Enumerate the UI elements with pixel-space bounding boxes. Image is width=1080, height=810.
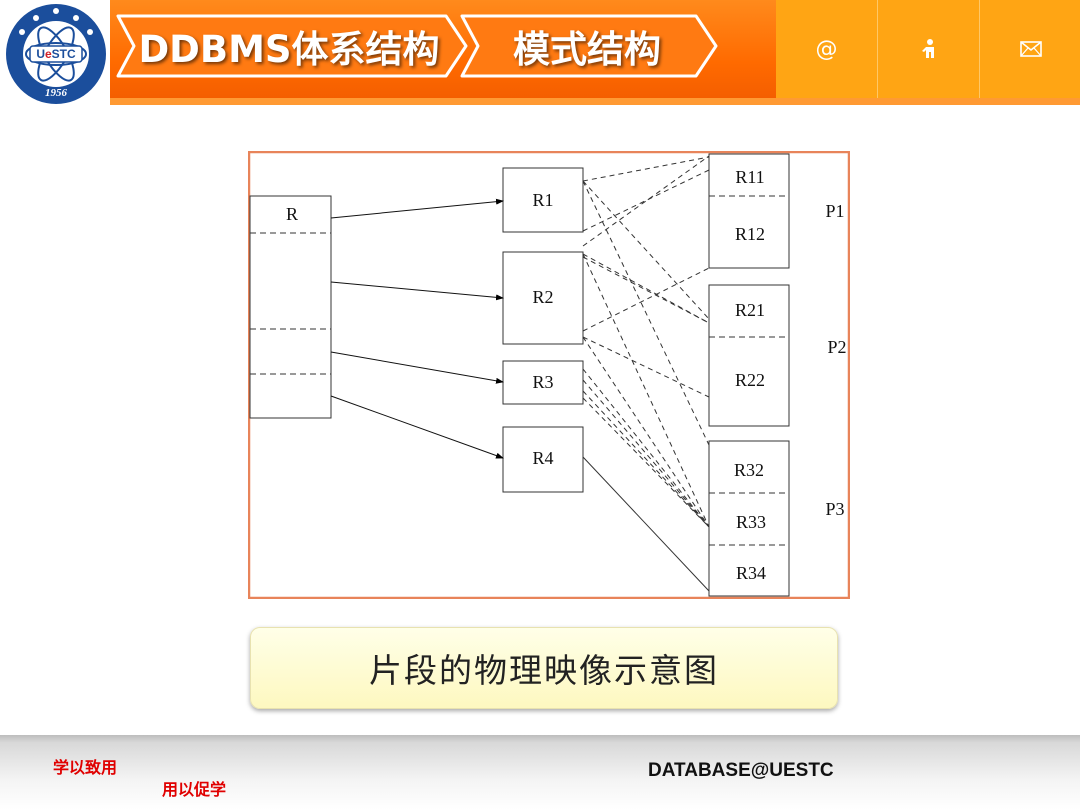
site-p2-box bbox=[708, 284, 790, 427]
fragment-r3-box bbox=[502, 360, 584, 405]
footer-bar bbox=[0, 735, 1080, 810]
nav-arrow-1[interactable] bbox=[116, 14, 468, 78]
site-p3-label: P3 bbox=[825, 499, 844, 519]
relation-r-box bbox=[249, 195, 332, 419]
person-icon[interactable] bbox=[878, 0, 979, 98]
arrow-r-r1 bbox=[330, 198, 504, 219]
mail-icon[interactable] bbox=[980, 0, 1080, 98]
nav-label-schema[interactable]: 模式结构 bbox=[513, 28, 661, 71]
fragment-r2-box bbox=[502, 251, 584, 345]
diagram-caption: 片段的物理映像示意图 bbox=[250, 627, 838, 709]
fragment-r2-label: R2 bbox=[532, 287, 553, 307]
motto-line-2: 用以促学 bbox=[162, 780, 227, 799]
nav-label-ddbms[interactable]: DDBMS体系结构 bbox=[138, 28, 440, 71]
site-p1-label: P1 bbox=[825, 201, 844, 221]
header-bar: @ UeSTC 1956 bbox=[0, 0, 1080, 106]
fragment-mapping-diagram: R R1 R2 R3 R4 R11 R12 R21 R22 R32 R33 R3… bbox=[248, 151, 850, 599]
uestc-logo: UeSTC 1956 bbox=[4, 2, 108, 106]
fragment-r4-label: R4 bbox=[532, 448, 553, 468]
arrow-r-r3 bbox=[330, 351, 504, 384]
image-r11-label: R11 bbox=[735, 167, 764, 187]
site-p2-label: P2 bbox=[827, 337, 846, 357]
svg-text:UeSTC: UeSTC bbox=[36, 47, 76, 61]
site-p1-box bbox=[708, 153, 790, 269]
fragment-r3-label: R3 bbox=[532, 372, 553, 392]
header-bottom-stripe bbox=[110, 98, 1080, 105]
logo-year: 1956 bbox=[45, 87, 68, 99]
motto-line-1: 学以致用 bbox=[53, 758, 118, 777]
fragment-r1-box bbox=[502, 167, 584, 233]
nav-arrow-2[interactable] bbox=[460, 14, 718, 78]
icon-panel: @ bbox=[776, 0, 1080, 98]
fragment-r4-box bbox=[502, 426, 584, 493]
image-r32-label: R32 bbox=[734, 460, 764, 480]
image-r21-label: R21 bbox=[735, 300, 765, 320]
footer-brand: DATABASE@UESTC bbox=[648, 760, 834, 781]
image-r22-label: R22 bbox=[735, 370, 765, 390]
at-icon[interactable]: @ bbox=[815, 36, 838, 62]
image-r12-label: R12 bbox=[735, 224, 765, 244]
divider bbox=[877, 0, 878, 98]
mapping-lines bbox=[582, 155, 710, 528]
fragment-r1-label: R1 bbox=[532, 190, 553, 210]
relation-r-label: R bbox=[286, 204, 298, 224]
site-p3-box bbox=[708, 440, 790, 597]
image-r34-label: R34 bbox=[736, 563, 766, 583]
arrow-r-r2 bbox=[330, 281, 504, 301]
divider bbox=[979, 0, 980, 98]
line-r4-r34 bbox=[582, 456, 710, 592]
image-r33-label: R33 bbox=[736, 512, 766, 532]
arrow-r-r4 bbox=[330, 395, 504, 459]
